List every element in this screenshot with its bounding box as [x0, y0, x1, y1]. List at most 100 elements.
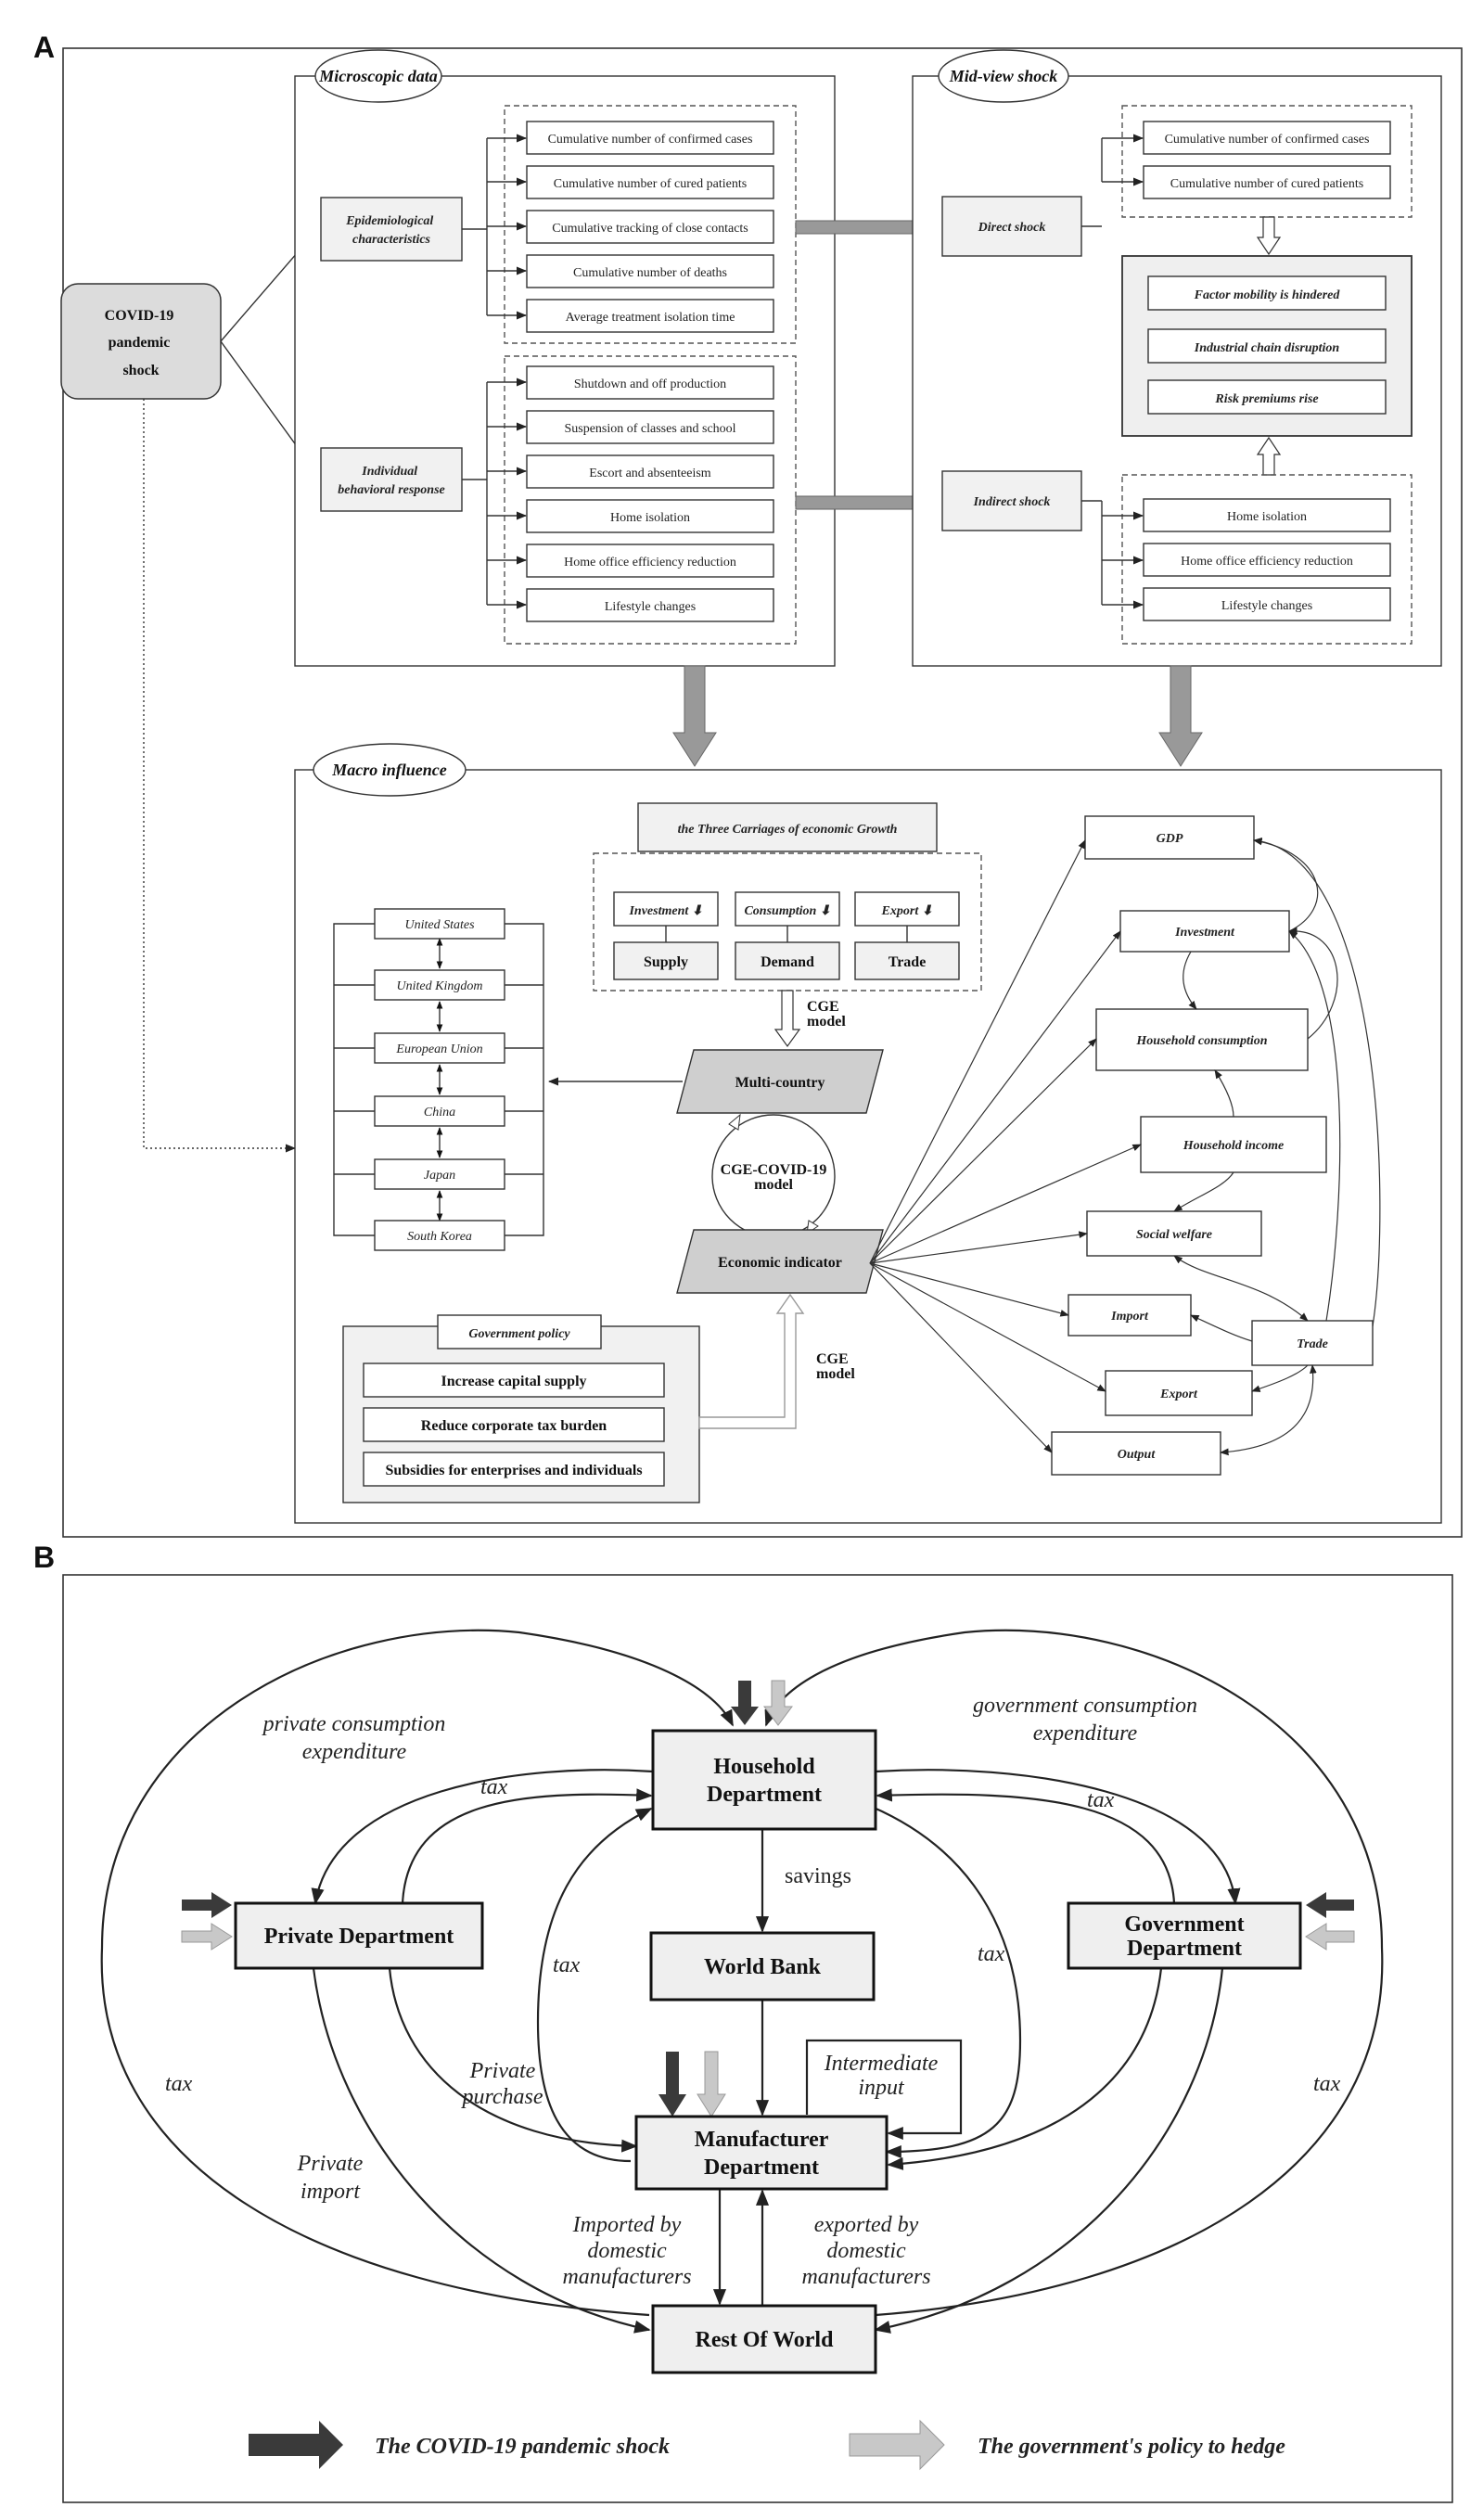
behavior-label: Individual behavioral response — [338, 465, 445, 497]
rest-of-world-node — [651, 2304, 877, 2374]
country-item: United Kingdom — [397, 979, 483, 993]
multi-country-box — [676, 1049, 884, 1114]
epi-box — [320, 197, 463, 262]
covid-shock-legend-arrow — [249, 2421, 343, 2469]
epi-item: Cumulative number of deaths — [573, 266, 727, 280]
behavior-box — [320, 447, 463, 512]
tax-label: tax — [1313, 2072, 1341, 2096]
indicator-item: Social welfare — [1136, 1228, 1212, 1242]
carriage-bottom: Supply — [644, 954, 688, 970]
epi-label: Epidemiological characteristics — [345, 214, 437, 247]
behavior-item: Shutdown and off production — [574, 377, 726, 391]
private-label: Private Department — [264, 1925, 454, 1949]
panel-a-frame — [62, 47, 1463, 1538]
policy-legend-arrow — [849, 2419, 945, 2471]
tax-label: tax — [480, 1775, 508, 1799]
indicator-item: Export — [1159, 1388, 1198, 1401]
panel-b-label: B — [33, 1541, 55, 1574]
countries: United States United Kingdom European Un… — [333, 908, 544, 1251]
panel-a-label: A — [33, 31, 55, 64]
indirect-item: Home isolation — [1227, 510, 1307, 524]
legend-covid: The COVID-19 pandemic shock — [375, 2435, 670, 2459]
carriage-top: Export ⬇ — [881, 904, 933, 918]
carriages-title: the Three Carriages of economic Growth — [678, 823, 898, 837]
behavior-item: Home office efficiency reduction — [564, 556, 736, 569]
covid-shock-label: COVID-19 pandemic shock — [105, 308, 178, 378]
world-bank-node — [649, 1931, 876, 2002]
indicator-item: Household consumption — [1135, 1034, 1267, 1048]
epi-item: Cumulative tracking of close contacts — [552, 222, 748, 236]
indirect-item: Lifestyle changes — [1221, 599, 1312, 613]
country-item: China — [424, 1106, 455, 1119]
country-item: United States — [404, 918, 475, 932]
carriage-top: Consumption ⬇ — [744, 904, 830, 918]
epi-item: Cumulative number of cured patients — [554, 177, 747, 191]
carriage-bottom: Trade — [889, 954, 927, 970]
indicators: GDP Investment Household consumption Hou… — [1051, 815, 1374, 1476]
household-node — [651, 1729, 877, 1831]
private-node — [234, 1901, 484, 1970]
indirect-shock-label: Indirect shock — [973, 495, 1051, 509]
shock-arrows — [181, 1680, 1355, 2117]
carriages: Investment ⬇ Consumption ⬇ Export ⬇ Supp… — [613, 891, 960, 980]
indicator-item: GDP — [1157, 832, 1183, 846]
panel-b-frame — [62, 1574, 1453, 2503]
indicator-item: Trade — [1297, 1337, 1328, 1351]
macro-title: Macro influence — [331, 761, 447, 779]
rest-of-world-label: Rest Of World — [696, 2328, 835, 2352]
economic-indicator-label: Economic indicator — [718, 1255, 842, 1271]
tax-label: tax — [978, 1942, 1005, 1966]
epi-items: Cumulative number of confirmed cases Cum… — [462, 121, 774, 333]
effect-item: Risk premiums rise — [1214, 392, 1318, 406]
effect-item: Factor mobility is hindered — [1194, 288, 1341, 302]
gov-policy-item: Increase capital supply — [441, 1374, 586, 1389]
tax-label: tax — [553, 1953, 581, 1977]
gov-policy-item: Reduce corporate tax burden — [421, 1418, 607, 1434]
midview-title: Mid-view shock — [949, 67, 1058, 85]
carriage-top: Investment ⬇ — [628, 904, 702, 918]
multi-country-label: Multi-country — [735, 1075, 825, 1091]
legend-policy: The government's policy to hedge — [978, 2435, 1285, 2459]
direct-shock-label: Direct shock — [978, 221, 1046, 235]
indicator-item: Import — [1110, 1310, 1149, 1324]
country-item: South Korea — [407, 1230, 472, 1244]
effect-item: Industrial chain disruption — [1194, 341, 1340, 355]
behavior-item: Lifestyle changes — [605, 600, 696, 614]
manufacturer-node — [634, 2115, 889, 2191]
direct-shock-box — [941, 196, 1082, 257]
behavior-item: Home isolation — [610, 511, 690, 525]
epi-item: Average treatment isolation time — [566, 311, 735, 325]
indirect-shock-box — [941, 470, 1082, 531]
government-node — [1067, 1901, 1302, 1970]
indicator-item: Household income — [1183, 1139, 1285, 1153]
epi-item: Cumulative number of confirmed cases — [548, 133, 753, 147]
behavior-item: Suspension of classes and school — [564, 422, 735, 436]
country-item: European Union — [395, 1043, 482, 1056]
world-bank-label: World Bank — [704, 1955, 822, 1979]
gov-policy-title: Government policy — [468, 1327, 570, 1341]
savings-label: savings — [785, 1864, 851, 1888]
direct-item: Cumulative number of confirmed cases — [1165, 133, 1370, 147]
behavior-item: Escort and absenteeism — [589, 467, 711, 480]
indicator-item: Output — [1118, 1448, 1157, 1462]
direct-item: Cumulative number of cured patients — [1170, 177, 1363, 191]
gov-policy-item: Subsidies for enterprises and individual… — [385, 1463, 642, 1478]
economic-indicator-box — [676, 1229, 884, 1294]
behavior-items: Shutdown and off production Suspension o… — [462, 365, 774, 622]
country-item: Japan — [424, 1169, 455, 1183]
